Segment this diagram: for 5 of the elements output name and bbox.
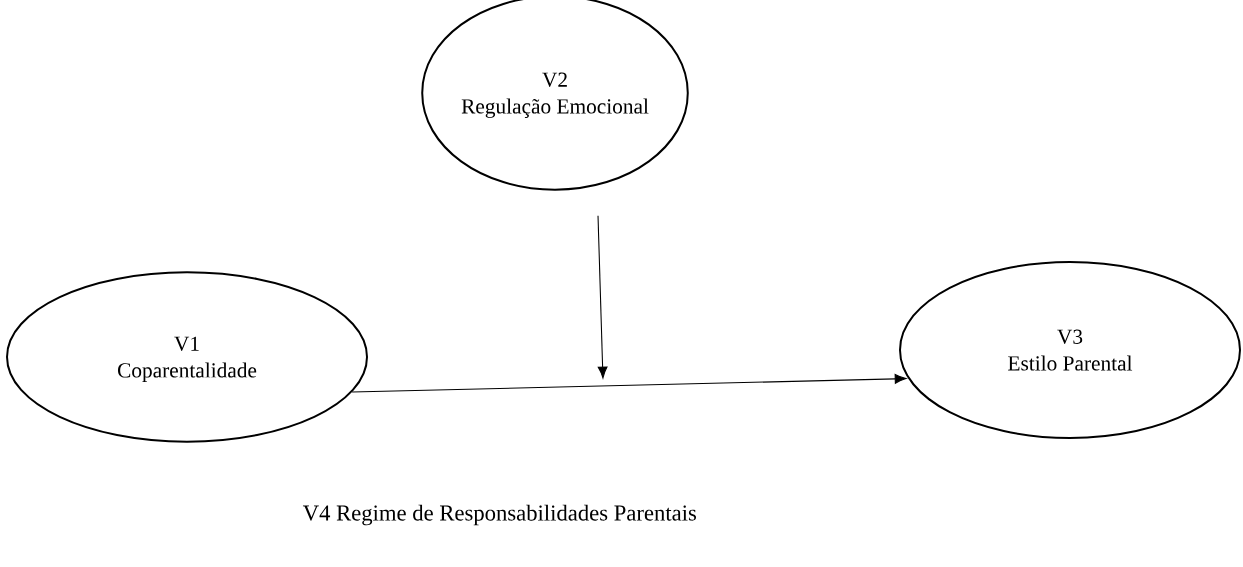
caption-text: V4 Regime de Responsabilidades Parentais [302,504,696,526]
arrow [597,215,608,379]
ellipse-node: V1 Coparentalidade [6,271,368,443]
ellipse-node: V3 Estilo Parental [899,261,1241,439]
arrow [351,373,907,393]
